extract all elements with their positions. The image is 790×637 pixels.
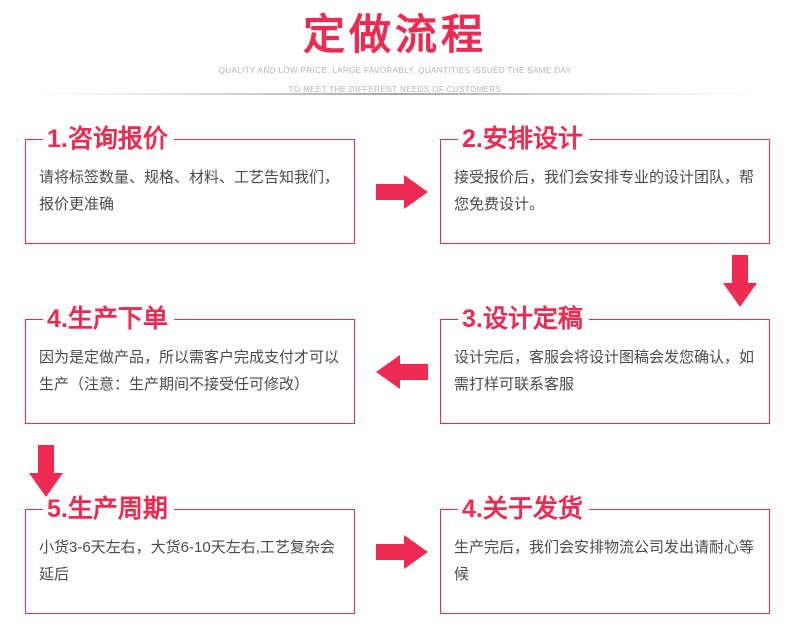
step-card-6-frame [440,509,770,614]
header: 定做流程 QUALITY AND LOW PRICE, LARGE FAVORA… [0,0,790,95]
arrow-down-icon [723,255,757,307]
step-card-1-body: 请将标签数量、规格、材料、工艺告知我们，报价更准确 [39,169,340,213]
step-card-6: 4.关于发货 生产完后，我们会安排物流公司发出请耐心等候 [440,492,770,614]
step-card-5-frame [25,509,355,614]
step-card-4-body: 因为是定做产品，所以需客户完成支付才可以生产（注意：生产期间不接受任可修改） [39,349,340,393]
step-card-4-frame [25,319,355,424]
step-card-1-frame [25,139,355,244]
step-card-2: 2.安排设计 接受报价后，我们会安排专业的设计团队，帮您免费设计。 [440,122,770,244]
step-card-6-body: 生产完后，我们会安排物流公司发出请耐心等候 [454,539,755,583]
step-card-3-body: 设计完后，客服会将设计图稿会发您确认，如需打样可联系客服 [454,349,755,393]
step-card-5-title: 5.生产周期 [47,495,168,523]
arrow-right-icon [376,175,428,209]
step-card-3-title-notch [458,314,589,326]
page-title: 定做流程 [302,11,487,58]
step-card-1-title: 1.咨询报价 [47,125,168,153]
step-card-4-title-notch [43,314,174,326]
step-card-5-title-notch [43,504,174,516]
step-card-2-title: 2.安排设计 [462,125,583,153]
step-card-3: 3.设计定稿 设计完后，客服会将设计图稿会发您确认，如需打样可联系客服 [440,302,770,424]
header-subtitle-line2: TO MEET THE DIFFERENT NEEDS OF CUSTOMERS [288,85,502,94]
header-subtitle-line1: QUALITY AND LOW PRICE, LARGE FAVORABLY, … [218,66,572,75]
step-card-4-title: 4.生产下单 [47,305,168,333]
step-card-5-body: 小货3-6天左右，大货6-10天左右,工艺复杂会延后 [39,539,335,583]
arrow-down-icon [29,445,63,497]
step-card-3-title: 3.设计定稿 [462,305,583,333]
step-card-4: 4.生产下单 因为是定做产品，所以需客户完成支付才可以生产（注意：生产期间不接受… [25,302,355,424]
step-card-1-title-notch [43,134,174,146]
arrow-right-icon [376,535,428,569]
step-card-6-title-notch [458,504,589,516]
step-card-1: 1.咨询报价 请将标签数量、规格、材料、工艺告知我们，报价更准确 [25,122,355,244]
step-card-5: 5.生产周期 小货3-6天左右，大货6-10天左右,工艺复杂会延后 [25,492,355,614]
header-divider [35,93,755,95]
step-card-3-frame [440,319,770,424]
step-card-2-title-notch [458,134,589,146]
step-card-2-frame [440,139,770,244]
step-card-6-title: 4.关于发货 [462,495,583,523]
step-card-2-body: 接受报价后，我们会安排专业的设计团队，帮您免费设计。 [454,169,755,213]
arrow-left-icon [376,355,428,389]
